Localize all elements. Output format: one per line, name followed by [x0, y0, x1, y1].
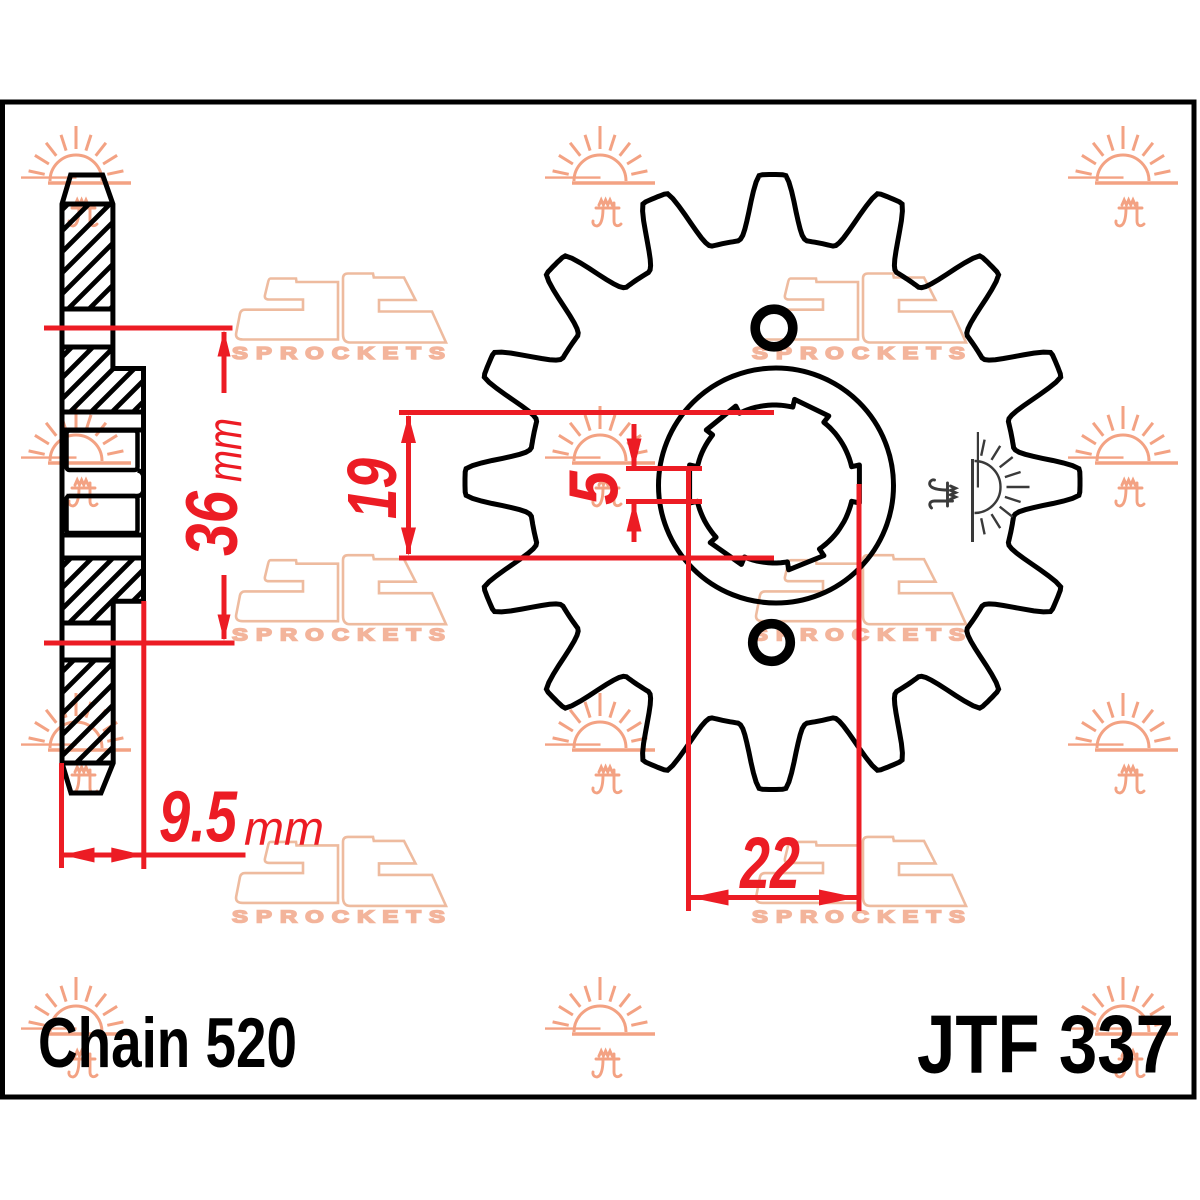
- svg-text:JTF 337: JTF 337: [917, 999, 1174, 1091]
- svg-text:22: 22: [739, 823, 800, 904]
- svg-text:36: 36: [172, 491, 253, 556]
- svg-text:9.5: 9.5: [159, 778, 238, 858]
- svg-text:mm: mm: [244, 803, 324, 856]
- svg-text:Chain 520: Chain 520: [38, 1004, 297, 1083]
- svg-text:mm: mm: [199, 418, 252, 482]
- svg-text:5: 5: [555, 470, 633, 505]
- svg-text:19: 19: [333, 458, 411, 519]
